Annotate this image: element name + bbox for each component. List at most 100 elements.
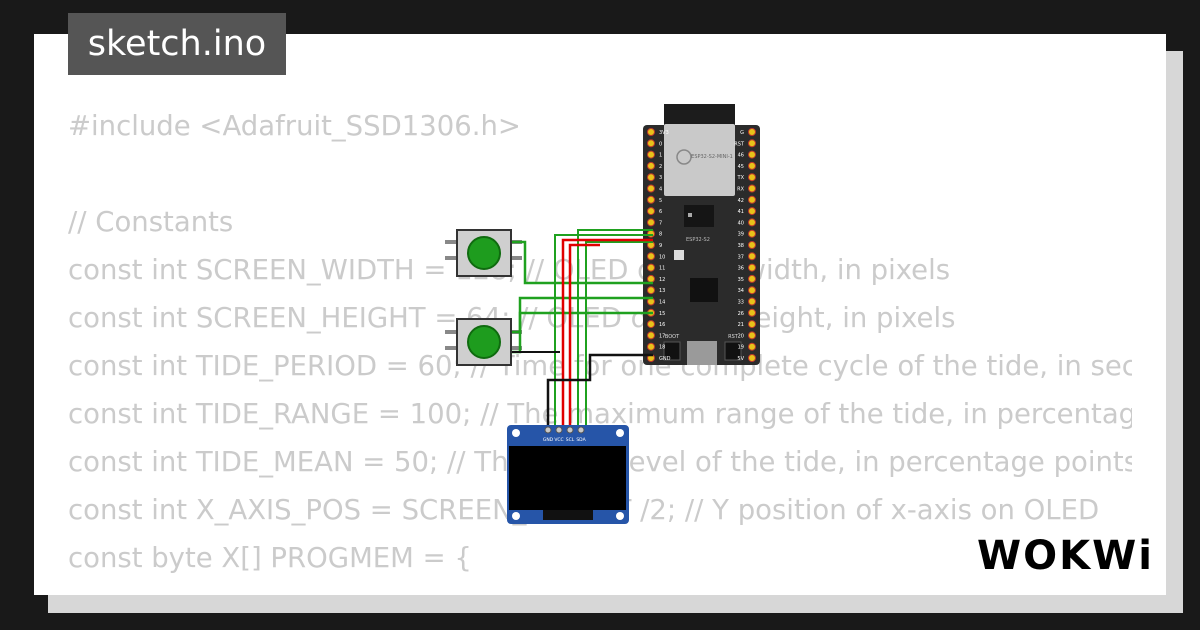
esp32-board[interactable]: ESP32-S2-MINI-1 ESP32-S2 BOOT RST 3V3012… bbox=[643, 104, 760, 365]
pin-label: 9 bbox=[659, 243, 662, 249]
header-pin[interactable] bbox=[647, 184, 655, 193]
code-line: const byte X[] PROGMEM = { bbox=[68, 542, 472, 574]
header-pin[interactable] bbox=[748, 207, 756, 216]
code-editor: #include <Adafruit_SSD1306.h> // Constant… bbox=[68, 102, 1132, 592]
pin-label: RX bbox=[737, 187, 744, 193]
code-line: const int TIDE_MEAN = 50; // The mean le… bbox=[68, 446, 1132, 478]
pin-label: 12 bbox=[659, 277, 665, 283]
pin-label: TX bbox=[737, 175, 745, 181]
led bbox=[674, 250, 684, 260]
header-pin[interactable] bbox=[647, 195, 655, 204]
pin-label: 4 bbox=[659, 187, 662, 193]
pin-label: GND bbox=[659, 356, 671, 362]
file-tab[interactable]: sketch.ino bbox=[68, 13, 286, 75]
header-pin[interactable] bbox=[647, 139, 655, 148]
header-pin[interactable] bbox=[748, 342, 756, 351]
header-pin[interactable] bbox=[748, 320, 756, 329]
pin-label: 11 bbox=[659, 266, 665, 272]
pin-label: 3 bbox=[659, 175, 662, 181]
pin-label: 26 bbox=[738, 311, 744, 317]
header-pin[interactable] bbox=[748, 286, 756, 295]
pin-label: 41 bbox=[738, 209, 744, 215]
oled-pin-label: VCC bbox=[554, 437, 563, 443]
chip-label: ESP32-S2 bbox=[686, 237, 710, 243]
header-pin[interactable] bbox=[748, 218, 756, 227]
header-pin[interactable] bbox=[748, 195, 756, 204]
chip bbox=[690, 278, 718, 302]
pin-label: 36 bbox=[738, 266, 744, 272]
pin-label: 14 bbox=[659, 300, 665, 306]
pin-label: 17 bbox=[659, 333, 665, 339]
header-pin[interactable] bbox=[748, 150, 756, 159]
pin-label: 33 bbox=[738, 300, 744, 306]
oled-pin-label: SCL bbox=[566, 437, 575, 443]
pin-label: 0 bbox=[659, 141, 662, 147]
boot-button[interactable] bbox=[663, 341, 681, 361]
header-pin[interactable] bbox=[647, 218, 655, 227]
code-line bbox=[68, 150, 1132, 198]
oled-pin[interactable] bbox=[555, 426, 563, 434]
code-line: const int TIDE_RANGE = 100; // The maxim… bbox=[68, 398, 1132, 430]
header-pin[interactable] bbox=[748, 139, 756, 148]
header-pin[interactable] bbox=[647, 161, 655, 170]
header-pin[interactable] bbox=[647, 150, 655, 159]
pin-label: 35 bbox=[738, 277, 744, 283]
pin-label: 1 bbox=[659, 153, 662, 159]
pushbutton-1[interactable] bbox=[445, 229, 522, 277]
header-pin[interactable] bbox=[647, 229, 655, 238]
header-pin[interactable] bbox=[647, 128, 655, 136]
header-pin[interactable] bbox=[748, 241, 756, 249]
oled-screen bbox=[509, 446, 626, 510]
header-pin[interactable] bbox=[647, 286, 655, 295]
pin-label: 6 bbox=[659, 209, 662, 215]
header-pin[interactable] bbox=[647, 173, 655, 182]
pin-label: 39 bbox=[738, 232, 744, 238]
rst-label: RST bbox=[728, 334, 739, 340]
code-line: const int TIDE_PERIOD = 60; // Time for … bbox=[68, 350, 1132, 382]
pin-label: 37 bbox=[738, 254, 744, 260]
header-pin[interactable] bbox=[647, 263, 655, 272]
wires bbox=[512, 229, 653, 430]
header-pin[interactable] bbox=[748, 173, 756, 182]
usb-port bbox=[687, 341, 717, 365]
code-line: #include <Adafruit_SSD1306.h> bbox=[68, 110, 521, 142]
pin-label: 38 bbox=[738, 243, 744, 249]
header-pin[interactable] bbox=[647, 320, 655, 329]
header-pin[interactable] bbox=[748, 354, 756, 362]
header-pin[interactable] bbox=[647, 331, 655, 340]
pin-label: 45 bbox=[738, 164, 744, 170]
pin-label: 5 bbox=[659, 198, 662, 204]
pushbutton-2[interactable] bbox=[445, 318, 522, 366]
oled-pin-label: GND bbox=[543, 437, 554, 443]
header-pin[interactable] bbox=[647, 252, 655, 261]
pin-label: 13 bbox=[659, 288, 665, 294]
oled-pin[interactable] bbox=[566, 426, 574, 434]
pin-label: 40 bbox=[738, 220, 744, 226]
header-pin[interactable] bbox=[748, 297, 756, 306]
header-pin[interactable] bbox=[748, 161, 756, 170]
header-pin[interactable] bbox=[647, 342, 655, 351]
rst-button[interactable] bbox=[724, 341, 742, 361]
header-pin[interactable] bbox=[748, 128, 756, 136]
header-pin[interactable] bbox=[647, 207, 655, 216]
header-pin[interactable] bbox=[748, 252, 756, 261]
code-line: const int SCREEN_HEIGHT = 64; // OLED di… bbox=[68, 302, 956, 334]
pin-label: 2 bbox=[659, 164, 662, 170]
header-pin[interactable] bbox=[748, 331, 756, 340]
wokwi-logo: WOKWi bbox=[977, 533, 1152, 579]
pin-label: 15 bbox=[659, 311, 665, 317]
pin-label: 46 bbox=[738, 153, 744, 159]
header-pin[interactable] bbox=[748, 229, 756, 238]
header-pin[interactable] bbox=[647, 274, 655, 283]
header-pin[interactable] bbox=[748, 308, 756, 317]
oled-pin[interactable] bbox=[577, 426, 585, 434]
code-line: // Constants bbox=[68, 206, 234, 238]
header-pin[interactable] bbox=[748, 263, 756, 272]
header-pin[interactable] bbox=[748, 184, 756, 193]
header-pin[interactable] bbox=[748, 274, 756, 283]
oled-pin[interactable] bbox=[544, 426, 552, 434]
pin-label: 8 bbox=[659, 232, 662, 238]
pin-label: RST bbox=[734, 141, 745, 147]
oled-pin-label: SDA bbox=[576, 437, 586, 443]
